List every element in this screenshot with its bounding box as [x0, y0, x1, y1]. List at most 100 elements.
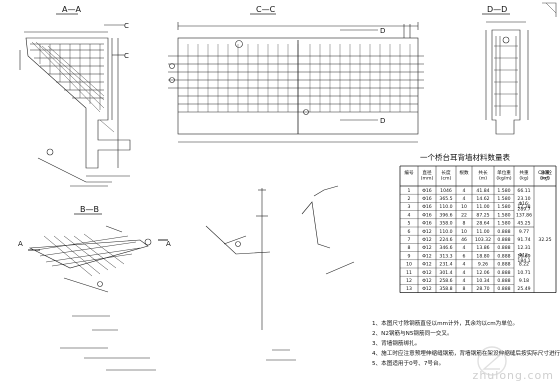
- table-cell: 258.6: [439, 278, 452, 284]
- table-cell: Φ16: [422, 188, 432, 194]
- table-cell: 41.84: [476, 188, 489, 194]
- table-cell: 28.70: [476, 286, 489, 292]
- table-cell: 346.6: [439, 245, 452, 251]
- table-cell: Φ16: [422, 221, 432, 227]
- table-cell: 110.0: [439, 204, 452, 210]
- table-cell: 1.580: [497, 196, 510, 202]
- table-header-cell: 长度: [441, 169, 451, 176]
- table-cell: 396.6: [439, 212, 452, 218]
- table-cell: 11.00: [476, 229, 489, 235]
- table-header-cell: (cm): [441, 176, 452, 182]
- table-cell: 18.80: [476, 253, 489, 259]
- table-header-cell: 共长: [478, 169, 488, 176]
- note-line: 1、本图尺寸除钢筋直径以mm计外，其余均以cm为单位。: [372, 319, 518, 327]
- table-cell: 6: [463, 253, 466, 259]
- table-concrete: 32.25: [538, 237, 551, 243]
- table-cell: 1.580: [497, 188, 510, 194]
- table-cell: 87.25: [476, 212, 489, 218]
- view-d-d: D—D: [482, 5, 529, 135]
- notes-block: 1、本图尺寸除钢筋直径以mm计外，其余均以cm为单位。2、N2钢筋与N5钢筋同一…: [372, 319, 560, 367]
- table-cell: 8.22: [519, 262, 529, 268]
- table-cell: 313.3: [439, 253, 452, 259]
- table-header-cell: C30砼: [538, 169, 552, 176]
- cut-mark-d-top: D: [380, 27, 385, 35]
- table-cell: 9.77: [519, 229, 529, 235]
- view-a-a: A—A: [19, 5, 131, 177]
- table-cell: Φ12: [422, 286, 432, 292]
- material-table: 编号直径(mm)长度(cm)根数共长(m)单位重(kg/m)共重(kg)总重(k…: [399, 165, 557, 294]
- table-cell: 12.06: [476, 270, 489, 276]
- table-cell: 365.5: [439, 196, 452, 202]
- table-cell: 46: [461, 237, 467, 243]
- table-header-cell: 总重: [540, 169, 550, 176]
- table-cell: 0.888: [497, 270, 510, 276]
- bar-detail-a: [37, 148, 112, 187]
- table-cell: 11.00: [476, 204, 489, 210]
- table-header-cell: (kg/m): [496, 176, 511, 182]
- table-total-12: Φ12:: [518, 253, 529, 259]
- table-header-cell: 直径: [422, 169, 432, 176]
- table-cell: Φ16: [422, 196, 432, 202]
- table-cell: 10.34: [476, 278, 489, 284]
- table-cell: 4: [463, 188, 466, 194]
- cut-mark-d-bottom: D: [380, 117, 385, 125]
- table-cell: 5: [408, 221, 411, 227]
- table-cell: 10.71: [517, 270, 530, 276]
- table-cell: 1: [408, 188, 411, 194]
- view-c-c-title: C—C: [256, 5, 276, 14]
- table-cell: 23.10: [517, 196, 530, 202]
- table-cell: 358.0: [439, 221, 452, 227]
- table-cell: 14.62: [476, 196, 489, 202]
- table-cell: 12.31: [517, 245, 530, 251]
- table-cell: 25.49: [517, 286, 530, 292]
- table-header-cell: (m): [479, 176, 487, 182]
- table-cell: 8: [408, 245, 411, 251]
- table-cell: Φ12: [422, 253, 432, 259]
- note-line: 4、施工时应注意预埋伸缩缝钢筋，背墙钢筋在架设伸缩缝后按实际尺寸进行施焊。: [372, 349, 560, 357]
- table-cell: 0.888: [497, 286, 510, 292]
- table-header-cell: (kg): [540, 176, 549, 182]
- table-cell: 4: [463, 262, 466, 268]
- table-cell: Φ12: [422, 229, 432, 235]
- table-total-16: 289.7: [517, 206, 530, 212]
- view-d-d-title: D—D: [487, 5, 507, 14]
- table-cell: Φ16: [422, 212, 432, 218]
- table-cell: 0.888: [497, 237, 510, 243]
- cut-mark-c-top: C: [124, 22, 129, 30]
- table-cell: 12: [406, 278, 412, 284]
- table-cell: 9: [408, 253, 411, 259]
- table-cell: 137.86: [516, 212, 532, 218]
- note-line: 3、背墙钢筋绑扎。: [372, 339, 420, 347]
- table-cell: 1.580: [497, 212, 510, 218]
- view-c-c: C—C: [168, 5, 424, 143]
- table-cell: 8: [463, 221, 466, 227]
- table-cell: 17.38: [517, 204, 530, 210]
- note-line: 5、本图适用于0号、7号台。: [372, 359, 444, 367]
- table-cell: 1.580: [497, 204, 510, 210]
- table-header-cell: 根数: [459, 169, 469, 176]
- table-header-cell: (kg): [519, 176, 528, 182]
- table-cell: 0.888: [497, 229, 510, 235]
- table-cell: 0.888: [497, 262, 510, 268]
- table-cell: Φ12: [422, 262, 432, 268]
- table-cell: 4: [463, 196, 466, 202]
- view-a-a-title: A—A: [62, 5, 81, 14]
- table-cell: 0.888: [497, 245, 510, 251]
- table-cell: 11: [406, 270, 412, 276]
- table-cell: 3: [408, 204, 411, 210]
- table-total-16: Φ16:: [518, 201, 529, 207]
- view-b-b: B—B: [28, 205, 168, 371]
- table-cell: 224.6: [439, 237, 452, 243]
- table-cell: 10: [461, 229, 467, 235]
- table-header-cell: 编号: [404, 169, 414, 176]
- table-cell: 91.74: [517, 237, 530, 243]
- table-cell: 8: [463, 286, 466, 292]
- watermark-logo: [477, 346, 507, 376]
- table-cell: 45.25: [517, 221, 530, 227]
- table-cell: 2: [408, 196, 411, 202]
- view-b-b-title: B—B: [80, 205, 99, 214]
- table-title: 一个桥台耳背墙材料数量表: [420, 152, 510, 162]
- table-cell: 10: [406, 262, 412, 268]
- table-cell: 358.8: [439, 286, 452, 292]
